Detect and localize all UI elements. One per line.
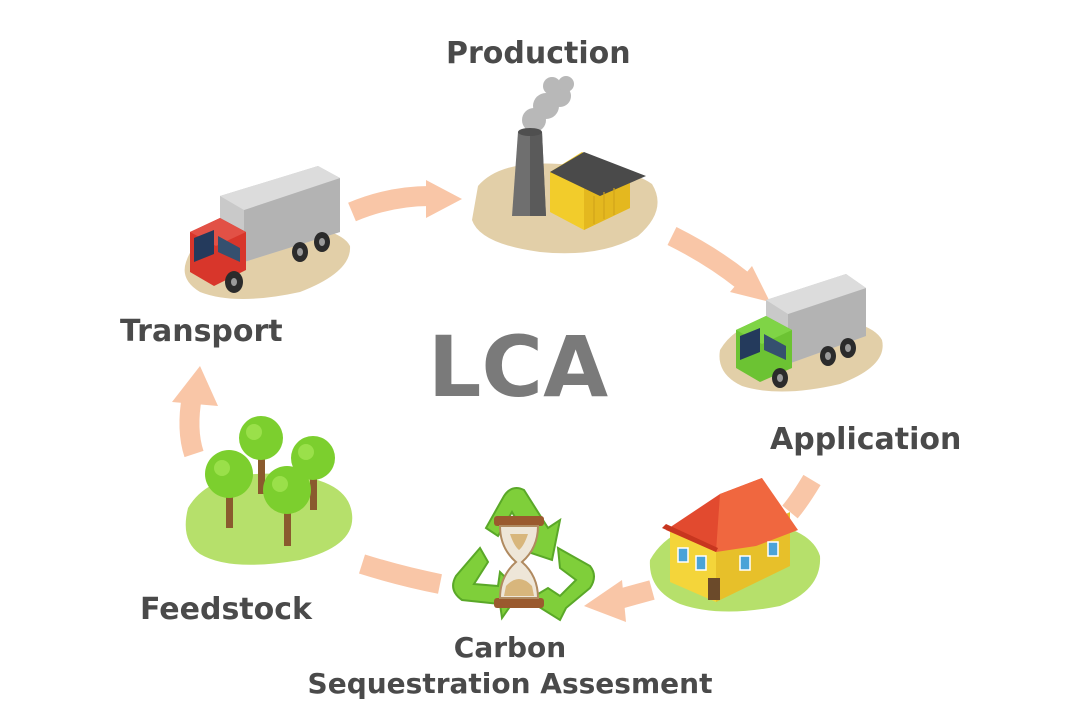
stage-label-carbon-sequestration: Carbon Sequestration Assesment xyxy=(300,630,720,702)
arrow-house-to-carbon xyxy=(584,580,655,622)
cycle-arrows xyxy=(172,180,821,622)
house-icon xyxy=(649,478,821,612)
stage-label-production: Production xyxy=(446,36,631,71)
arrow-application-to-house xyxy=(782,474,821,519)
trees-icon xyxy=(185,416,353,565)
arrow-feedstock-to-transport xyxy=(172,366,218,458)
stage-label-carbon-line2: Sequestration Assesment xyxy=(307,667,713,700)
arrow-production-to-application xyxy=(667,227,770,302)
arrow-transport-to-production xyxy=(348,180,462,222)
factory-icon xyxy=(472,76,658,254)
red-truck-icon xyxy=(184,166,351,299)
recycle-hourglass-icon xyxy=(452,487,595,622)
arrow-carbon-to-feedstock xyxy=(358,554,442,594)
stage-label-carbon-line1: Carbon xyxy=(453,631,567,664)
green-truck-icon xyxy=(719,274,883,392)
stage-label-transport: Transport xyxy=(120,314,283,349)
center-title: LCA xyxy=(427,318,609,416)
stage-label-feedstock: Feedstock xyxy=(140,592,312,627)
stage-label-application: Application xyxy=(770,422,962,457)
